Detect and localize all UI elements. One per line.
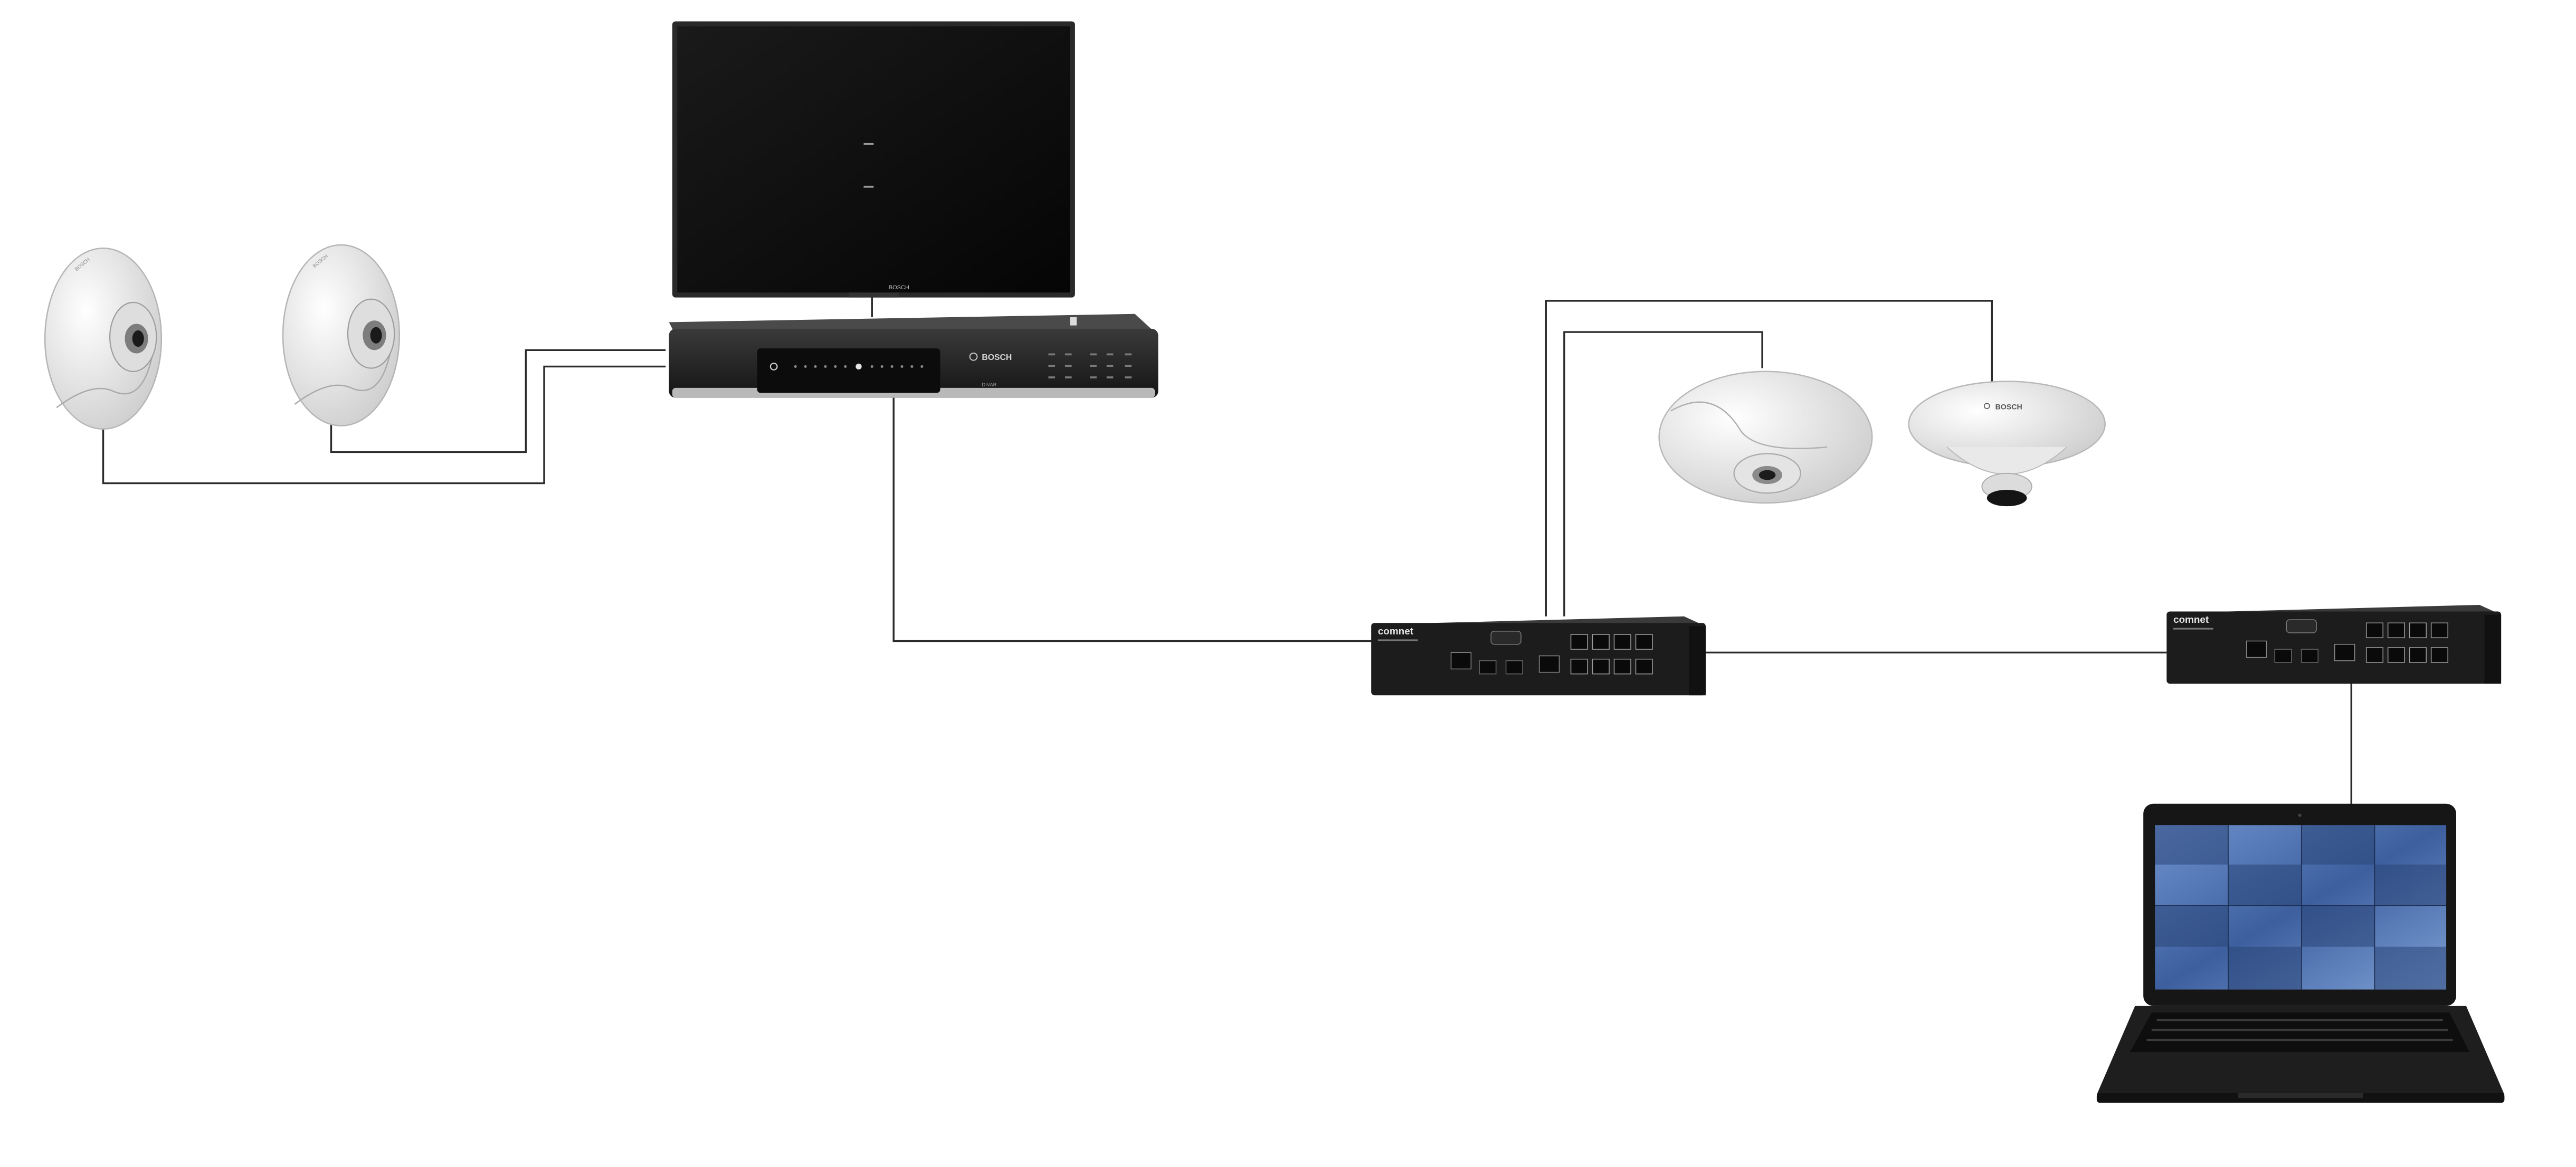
link-camera1-recorder [102, 365, 666, 485]
link-switch1-fisheye [1563, 331, 1763, 616]
camera-fisheye [1658, 371, 1873, 504]
switch-1-brand: comnet [1378, 625, 1414, 637]
monitor: BOSCH [672, 21, 1075, 298]
camera-left-2: BOSCH [282, 244, 401, 426]
switch-2: comnet [2166, 604, 2502, 684]
switch-2-brand: comnet [2173, 614, 2209, 625]
recorder-brand: BOSCH [982, 353, 1012, 362]
switch-1: comnet [1371, 616, 1706, 696]
recorder-model: DIVAR [982, 382, 996, 387]
camera-left-1: BOSCH [44, 247, 163, 430]
laptop [2096, 803, 2505, 1103]
connection-lines [102, 296, 2353, 805]
link-switch1-dome [1545, 300, 1993, 616]
video-recorder: BOSCH DIVAR [669, 314, 1158, 398]
link-camera2-recorder [330, 349, 666, 453]
camera-dome: BOSCH [1908, 381, 2106, 507]
link-recorder-switch1 [892, 394, 1373, 642]
monitor-brand: BOSCH [889, 284, 909, 291]
camera-dome-brand: BOSCH [1995, 402, 2022, 411]
